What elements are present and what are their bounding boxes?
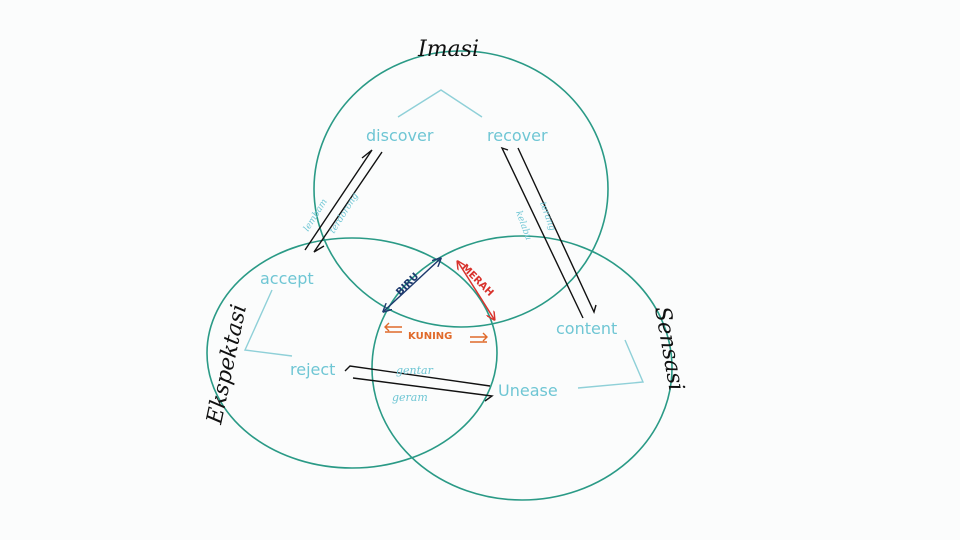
edge-label-kelabu: kelabu (513, 210, 533, 242)
edge-label-geram: geram (392, 391, 428, 404)
biru-arrow (384, 259, 440, 311)
merah-arrow (458, 262, 494, 319)
node-reject: reject (290, 360, 335, 379)
sensasi-branch (577, 339, 645, 389)
node-discover: discover (366, 126, 434, 145)
axis-label-sensasi: Sensasi (649, 305, 688, 393)
node-recover: recover (487, 126, 548, 145)
circle-sensasi (371, 235, 673, 501)
node-unease: Unease (498, 381, 558, 400)
circle-imasi (313, 50, 609, 328)
node-content: content (556, 319, 617, 338)
ekspektasi-branch (243, 289, 293, 357)
axis-label-imasi: Imasi (417, 37, 479, 62)
center-label-kuning: KUNING (408, 331, 452, 342)
node-accept: accept (260, 269, 314, 288)
double-arrow-recover-content (500, 146, 597, 319)
double-arrow-reject-unease (344, 365, 494, 402)
edge-label-gentar: gentar (396, 364, 434, 377)
edge-label-lembam: lembam (302, 197, 330, 233)
circle-ekspektasi (206, 237, 498, 469)
imasi-branch (397, 89, 483, 118)
double-arrow-discover-accept (304, 149, 383, 253)
kuning-arrow (384, 322, 488, 343)
center-label-biru: BIRU (394, 271, 421, 298)
edge-label-terdorong: terdorong (328, 191, 361, 235)
axis-label-ekspektasi: Ekspektasi (202, 302, 252, 427)
